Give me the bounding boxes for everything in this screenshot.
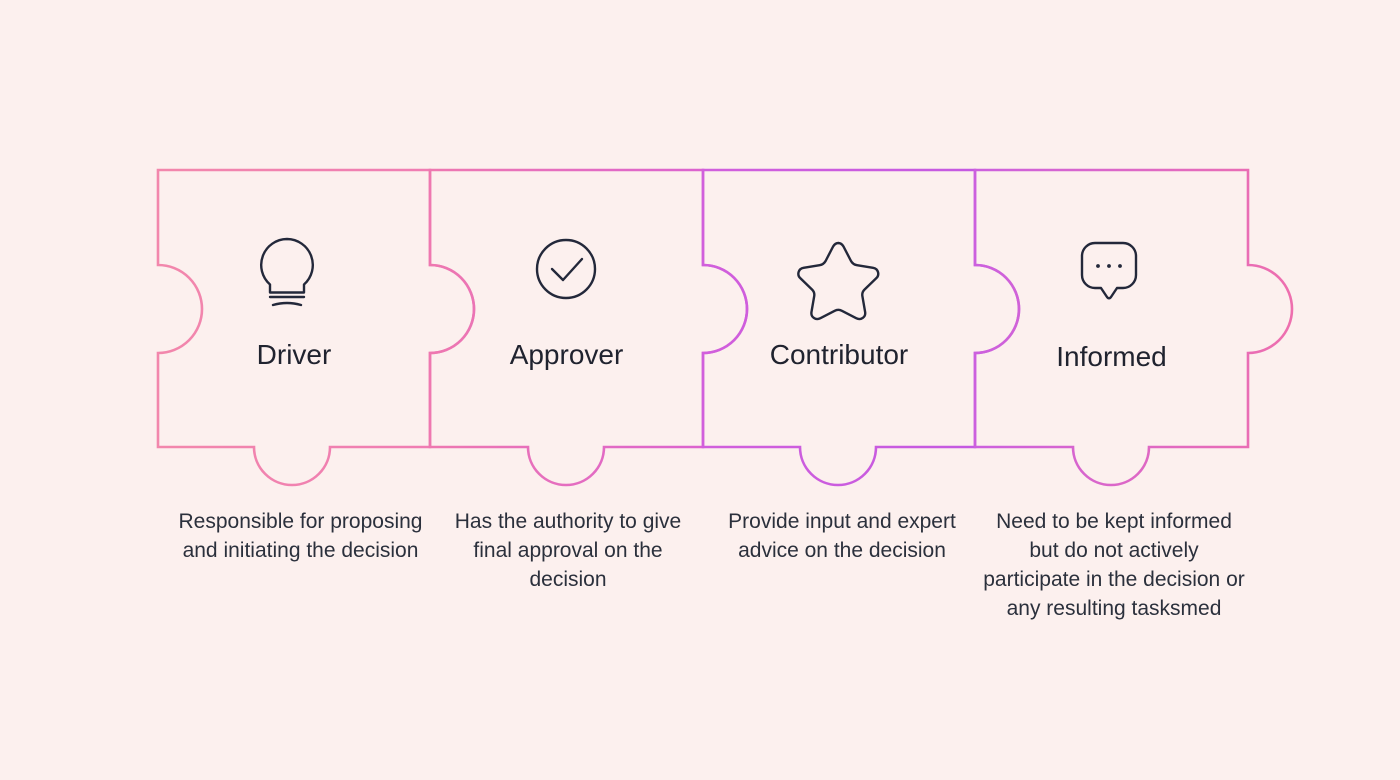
chat-bubble-dots-icon (1080, 241, 1138, 300)
puzzle-piece-driver-outline[interactable] (156, 168, 476, 487)
check-circle-icon (535, 238, 597, 300)
puzzle-piece-contributor-outline[interactable] (701, 168, 1021, 487)
piece-caption-contributor: Provide input and expert advice on the d… (728, 510, 956, 562)
piece-caption-approver: Has the authority to give final approval… (454, 510, 682, 591)
piece-title-approver: Approver (509, 339, 624, 370)
star-icon (797, 241, 880, 321)
lightbulb-icon (260, 237, 314, 307)
piece-title-contributor: Contributor (769, 339, 909, 370)
puzzle-piece-approver-outline[interactable] (428, 168, 749, 487)
piece-caption-driver: Responsible for proposing and initiating… (178, 510, 423, 562)
piece-title-driver: Driver (256, 339, 332, 370)
puzzle-piece-informed-outline[interactable] (973, 168, 1294, 487)
piece-title-informed: Informed (1056, 341, 1167, 372)
piece-caption-informed: Need to be kept informed but do not acti… (983, 510, 1245, 620)
